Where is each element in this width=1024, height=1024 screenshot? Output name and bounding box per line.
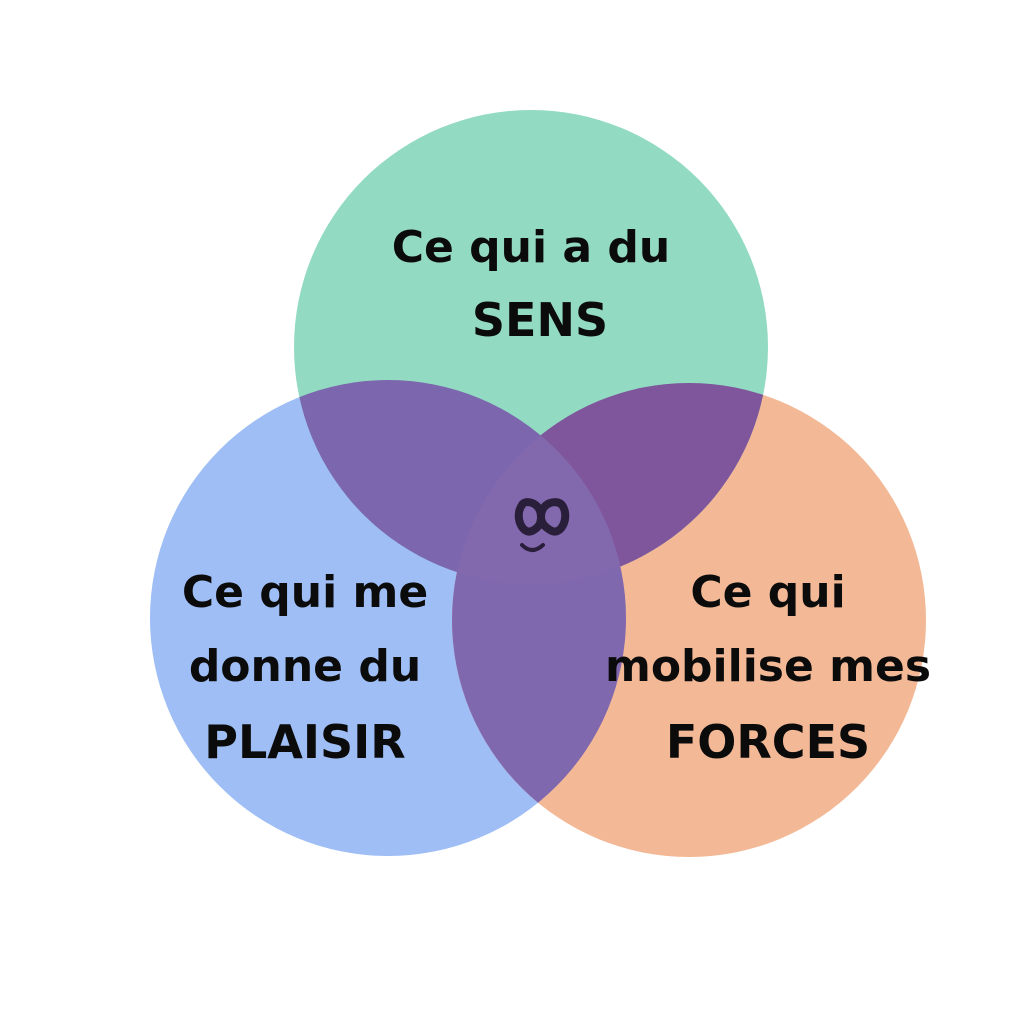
sens-label-line1: Ce qui a du	[392, 222, 671, 273]
sens-label-keyword: SENS	[472, 293, 608, 347]
plaisir-label-line1: Ce qui me	[182, 567, 428, 618]
forces-label-keyword: FORCES	[666, 715, 870, 769]
plaisir-label-keyword: PLAISIR	[204, 715, 405, 769]
forces-label-line2: mobilise mes	[605, 641, 931, 692]
smile-icon	[520, 543, 545, 552]
infinity-loop-icon	[514, 498, 570, 536]
infinity-smile-icon	[514, 498, 570, 552]
plaisir-label-line2: donne du	[189, 641, 421, 692]
forces-label-line1: Ce qui	[690, 567, 845, 618]
center-region	[452, 383, 626, 584]
